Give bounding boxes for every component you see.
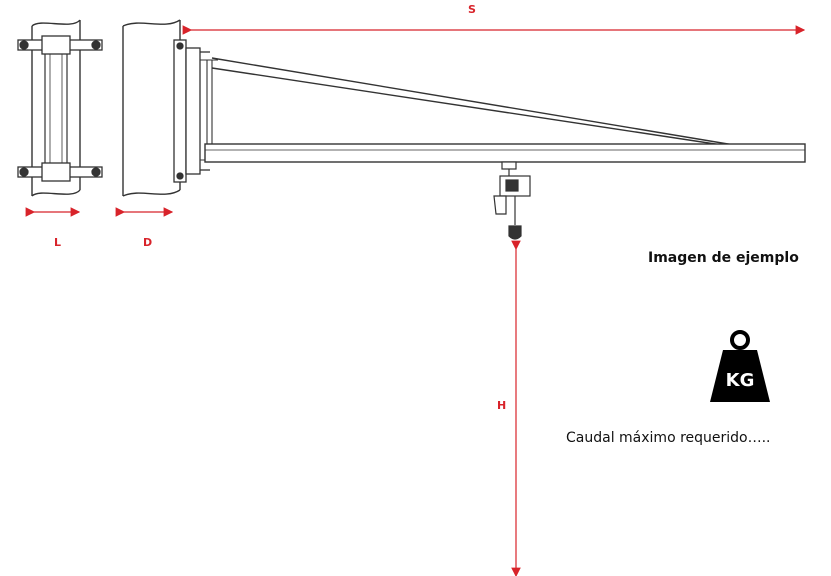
left-clamp-top: [17, 35, 103, 55]
wall-bracket: [173, 39, 210, 183]
dimension-d-label: D: [143, 236, 153, 249]
flow-caption: Caudal máximo requerido…..: [566, 430, 771, 446]
tie-rod: [211, 57, 741, 148]
example-caption: Imagen de ejemplo: [648, 250, 799, 266]
dimension-h-label: H: [497, 399, 507, 412]
dimension-arrows: [25, 25, 806, 576]
horizontal-boom: [204, 143, 806, 163]
left-clamp-bottom: [17, 162, 103, 182]
dimension-s-label: S: [468, 3, 476, 16]
weight-kg-icon: KG: [705, 328, 775, 408]
dimension-l-label: L: [54, 236, 62, 249]
kg-icon-text: KG: [726, 370, 755, 391]
right-column: [122, 19, 181, 197]
hoist: [493, 161, 531, 240]
